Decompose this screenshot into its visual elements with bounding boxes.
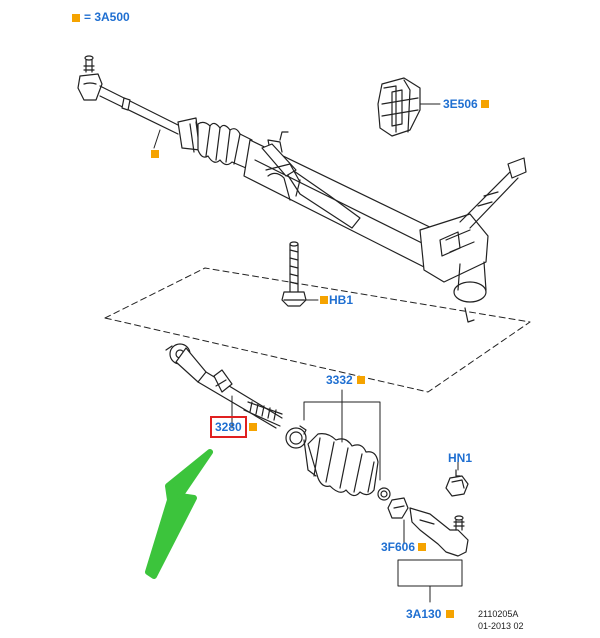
boot-clamp [285,425,307,449]
bolt-HB1 [281,241,307,307]
outer-tie-rod-end-3A130 [409,507,469,557]
part-label-3E506[interactable]: 3E506 [443,97,478,111]
steering-rack [77,55,527,323]
highlight-box-3280 [210,416,247,438]
leader-lines [153,103,463,603]
marker-HB1 [320,296,328,304]
boot-3332 [303,433,379,497]
bushing-3E506 [377,77,421,137]
part-label-3280[interactable]: 3280 [215,420,242,434]
marker-3332 [357,376,365,384]
marker-tie-rod [151,150,159,158]
highlight-arrow [145,449,213,579]
part-label-3F606[interactable]: 3F606 [381,540,416,554]
diagram-reference-code: 2110205A [478,609,519,619]
part-label-HN1[interactable]: HN1 [448,451,473,465]
marker-3A130 [446,610,454,618]
legend-text: = 3A500 [84,10,130,24]
part-label-HB1[interactable]: HB1 [329,293,354,307]
small-clamp [377,487,391,501]
assembly-outline [104,267,531,393]
marker-3280 [249,423,257,431]
marker-3F606 [418,543,426,551]
part-label-3332[interactable]: 3332 [326,373,353,387]
lock-nut-3F606 [387,497,409,519]
nut-HN1 [445,469,469,497]
marker-3E506 [481,100,489,108]
part-label-3A130[interactable]: 3A130 [406,607,442,621]
diagram-reference-date: 01-2013 02 [478,621,524,631]
legend-marker [72,14,80,22]
inner-tie-rod-3280 [165,343,283,429]
